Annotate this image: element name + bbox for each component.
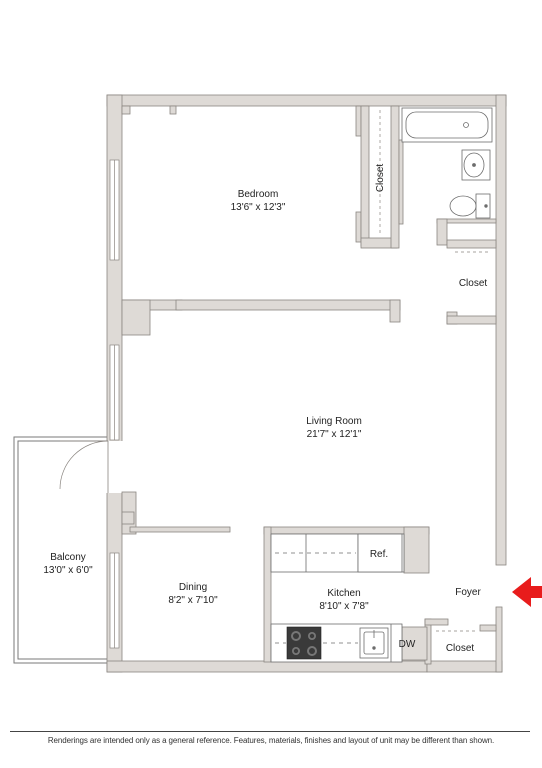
- closet-hall-label: Closet: [459, 278, 488, 289]
- balcony-dims: 13'0" x 6'0": [43, 565, 93, 576]
- toilet-icon: [449, 193, 491, 219]
- closet-rods: [379, 110, 490, 632]
- balcony-outline: [13, 436, 109, 664]
- kitchen-sink-icon: [359, 627, 389, 659]
- entry-arrow-icon: [512, 577, 542, 607]
- closet-bedroom-label: Closet: [375, 164, 386, 193]
- closet-foyer-label: Closet: [446, 643, 475, 654]
- bedroom-name: Bedroom: [238, 189, 279, 200]
- refrigerator: [357, 533, 403, 573]
- kitchen-name: Kitchen: [327, 588, 360, 599]
- foyer-name: Foyer: [455, 587, 481, 598]
- floor-plan: Bedroom 13'6" x 12'3" Closet Closet Livi…: [13, 94, 542, 673]
- dishwasher-label: DW: [399, 639, 416, 650]
- disclaimer-text: Renderings are intended only as a genera…: [47, 736, 495, 745]
- living-room-dims: 21'7" x 12'1": [307, 429, 362, 440]
- footer-rule: [10, 731, 530, 732]
- refrigerator-label: Ref.: [370, 549, 388, 560]
- stove-icon: [286, 626, 322, 660]
- dining-name: Dining: [179, 582, 207, 593]
- dining-dims: 8'2" x 7'10": [168, 595, 218, 606]
- balcony-name: Balcony: [50, 552, 86, 563]
- kitchen-dims: 8'10" x 7'8": [319, 601, 369, 612]
- room-labels: Bedroom 13'6" x 12'3" Closet Closet Livi…: [43, 164, 487, 654]
- windows: [109, 159, 120, 649]
- living-room-name: Living Room: [306, 416, 362, 427]
- bedroom-dims: 13'6" x 12'3": [231, 202, 286, 213]
- sink-icon: [461, 149, 491, 181]
- interior-walls: [121, 105, 497, 665]
- exterior-walls: [106, 94, 507, 673]
- balcony-door: [59, 440, 124, 493]
- bathtub-icon: [401, 107, 493, 143]
